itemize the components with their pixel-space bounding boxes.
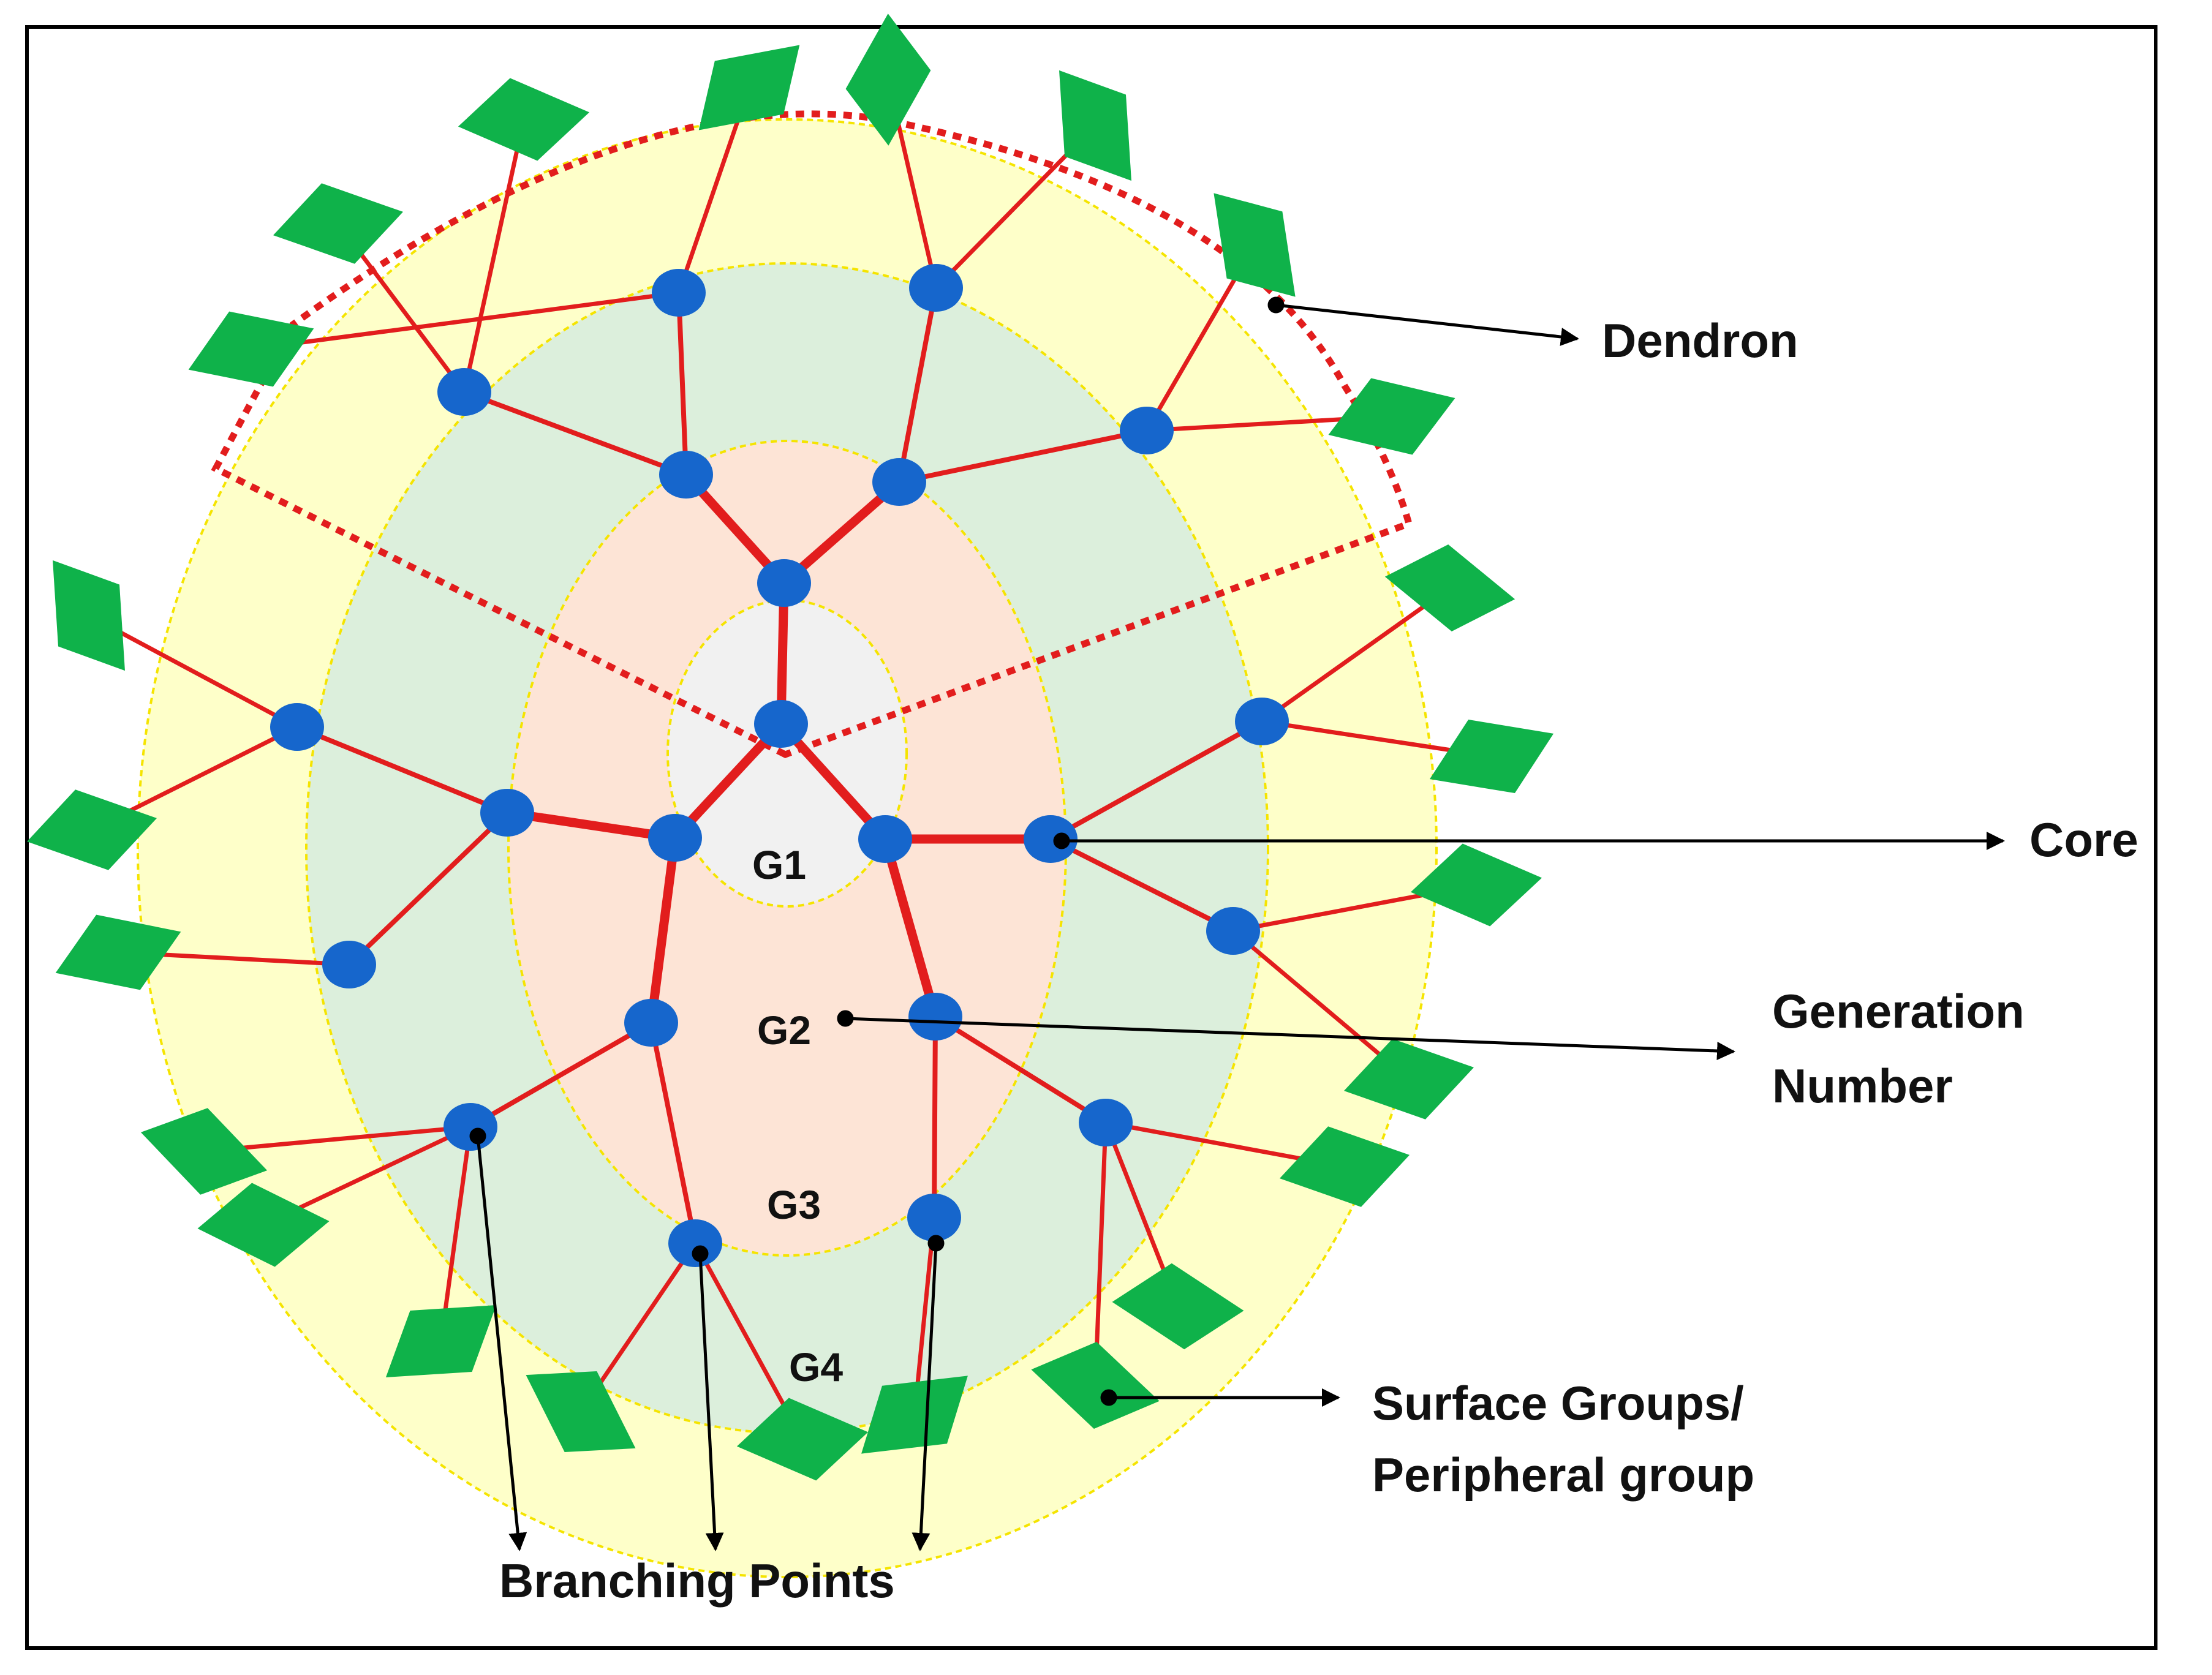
label-core: Core <box>2029 813 2138 867</box>
branch-bond-6 <box>347 810 510 967</box>
core-bond-7 <box>646 833 680 1028</box>
branch-point-c <box>754 700 808 748</box>
branch-bond-9 <box>1048 719 1264 841</box>
core-bond-9 <box>880 834 940 1022</box>
generation-label-g1: G1 <box>752 842 806 887</box>
dendron-arrow <box>1275 303 1579 346</box>
branch-point-a1 <box>659 451 713 499</box>
branch-bond-2 <box>676 290 689 477</box>
surface-group-16 <box>736 1398 869 1481</box>
surface-bond-9 <box>86 613 300 729</box>
surface-group-12 <box>140 1108 268 1195</box>
branch-bond-8 <box>649 1020 698 1246</box>
surface-group-3 <box>188 311 314 387</box>
core-bond-5 <box>779 477 904 588</box>
generation-label-g2: G2 <box>757 1007 811 1053</box>
surface-group-20 <box>1279 1126 1410 1207</box>
core-bond-6 <box>502 808 680 843</box>
generation-label-g3: G3 <box>767 1182 821 1227</box>
surface-group-14 <box>385 1305 497 1377</box>
core-bond-3 <box>776 719 890 844</box>
surface-bond-3 <box>249 290 681 352</box>
branch-point-b4 <box>1120 407 1174 454</box>
label-surface-line1: Surface Groups/ <box>1372 1376 1744 1430</box>
surface-group-1 <box>458 78 590 161</box>
surface-group-10 <box>26 789 157 870</box>
branch-bond-4 <box>897 428 1149 484</box>
surface-bond-14 <box>439 1124 473 1344</box>
surface-group-2 <box>273 183 404 264</box>
branch-point-g1t <box>757 559 811 607</box>
branch-points <box>270 264 1289 1267</box>
surface-group-21 <box>1343 1039 1474 1120</box>
label-surface-line2: Peripheral group <box>1372 1448 1754 1502</box>
annotation-arrows <box>469 296 2005 1551</box>
surface-groups <box>26 13 1554 1481</box>
branch-point-f2 <box>908 993 962 1041</box>
surface-bond-18 <box>1093 1120 1108 1388</box>
branch-bond-5 <box>295 725 510 815</box>
branch-bond-11 <box>933 1014 1108 1125</box>
surface-group-13 <box>197 1183 330 1267</box>
surface-group-6 <box>1059 70 1131 181</box>
surface-group-18 <box>1031 1342 1160 1429</box>
branch-point-a2 <box>872 458 926 506</box>
core-bond-2 <box>670 719 786 843</box>
surface-group-5 <box>845 13 931 146</box>
branch-point-e3 <box>444 1103 497 1151</box>
surface-group-11 <box>55 914 181 990</box>
surface-group-9 <box>53 560 125 671</box>
surface-bond-24 <box>1259 585 1452 724</box>
branching-arrow-2 <box>698 1253 724 1551</box>
branch-point-g1r <box>858 815 912 863</box>
branch-point-b2 <box>652 269 706 317</box>
surface-bond-1 <box>462 117 526 394</box>
branching-arrow-3 <box>912 1243 938 1551</box>
branch-point-g1l <box>648 814 702 862</box>
branch-point-h2 <box>1206 907 1260 955</box>
branch-bond-3 <box>897 285 938 484</box>
surface-group-24 <box>1384 544 1516 631</box>
surface-group-15 <box>526 1371 636 1452</box>
branch-point-d2 <box>624 999 678 1047</box>
label-generation-line2: Number <box>1772 1059 1953 1113</box>
branch-point-d1 <box>480 789 534 837</box>
branch-point-b1 <box>437 368 491 416</box>
label-dendron: Dendron <box>1602 314 1799 367</box>
surface-group-8 <box>1328 378 1455 455</box>
branch-point-h4 <box>907 1194 961 1241</box>
surface-group-22 <box>1410 843 1542 927</box>
branch-bond-1 <box>462 390 689 477</box>
branch-point-h3 <box>1079 1099 1133 1146</box>
label-branching-points: Branching Points <box>499 1554 895 1608</box>
branching-arrow-1 <box>476 1135 527 1551</box>
generation-arrow <box>845 1017 1735 1060</box>
surface-bond-12 <box>202 1124 473 1154</box>
surface-group-23 <box>1429 719 1554 794</box>
frame-border <box>25 25 2157 1650</box>
branch-point-e2 <box>322 941 376 988</box>
surface-group-7 <box>1214 193 1296 297</box>
branch-bond-10 <box>1048 837 1236 933</box>
label-generation-line1: Generation <box>1772 984 2025 1038</box>
surface-group-19 <box>1112 1263 1244 1350</box>
surface-group-17 <box>861 1376 968 1454</box>
branch-point-b3 <box>909 264 963 312</box>
branch-bond-12 <box>932 1014 938 1220</box>
branch-point-e4 <box>668 1219 722 1267</box>
branch-bond-7 <box>468 1020 654 1129</box>
surface-group-4 <box>698 45 800 130</box>
branch-point-f1 <box>1024 815 1078 863</box>
branch-point-e1 <box>270 703 324 751</box>
generation-label-g4: G4 <box>789 1344 843 1390</box>
branch-point-h1 <box>1235 698 1289 745</box>
